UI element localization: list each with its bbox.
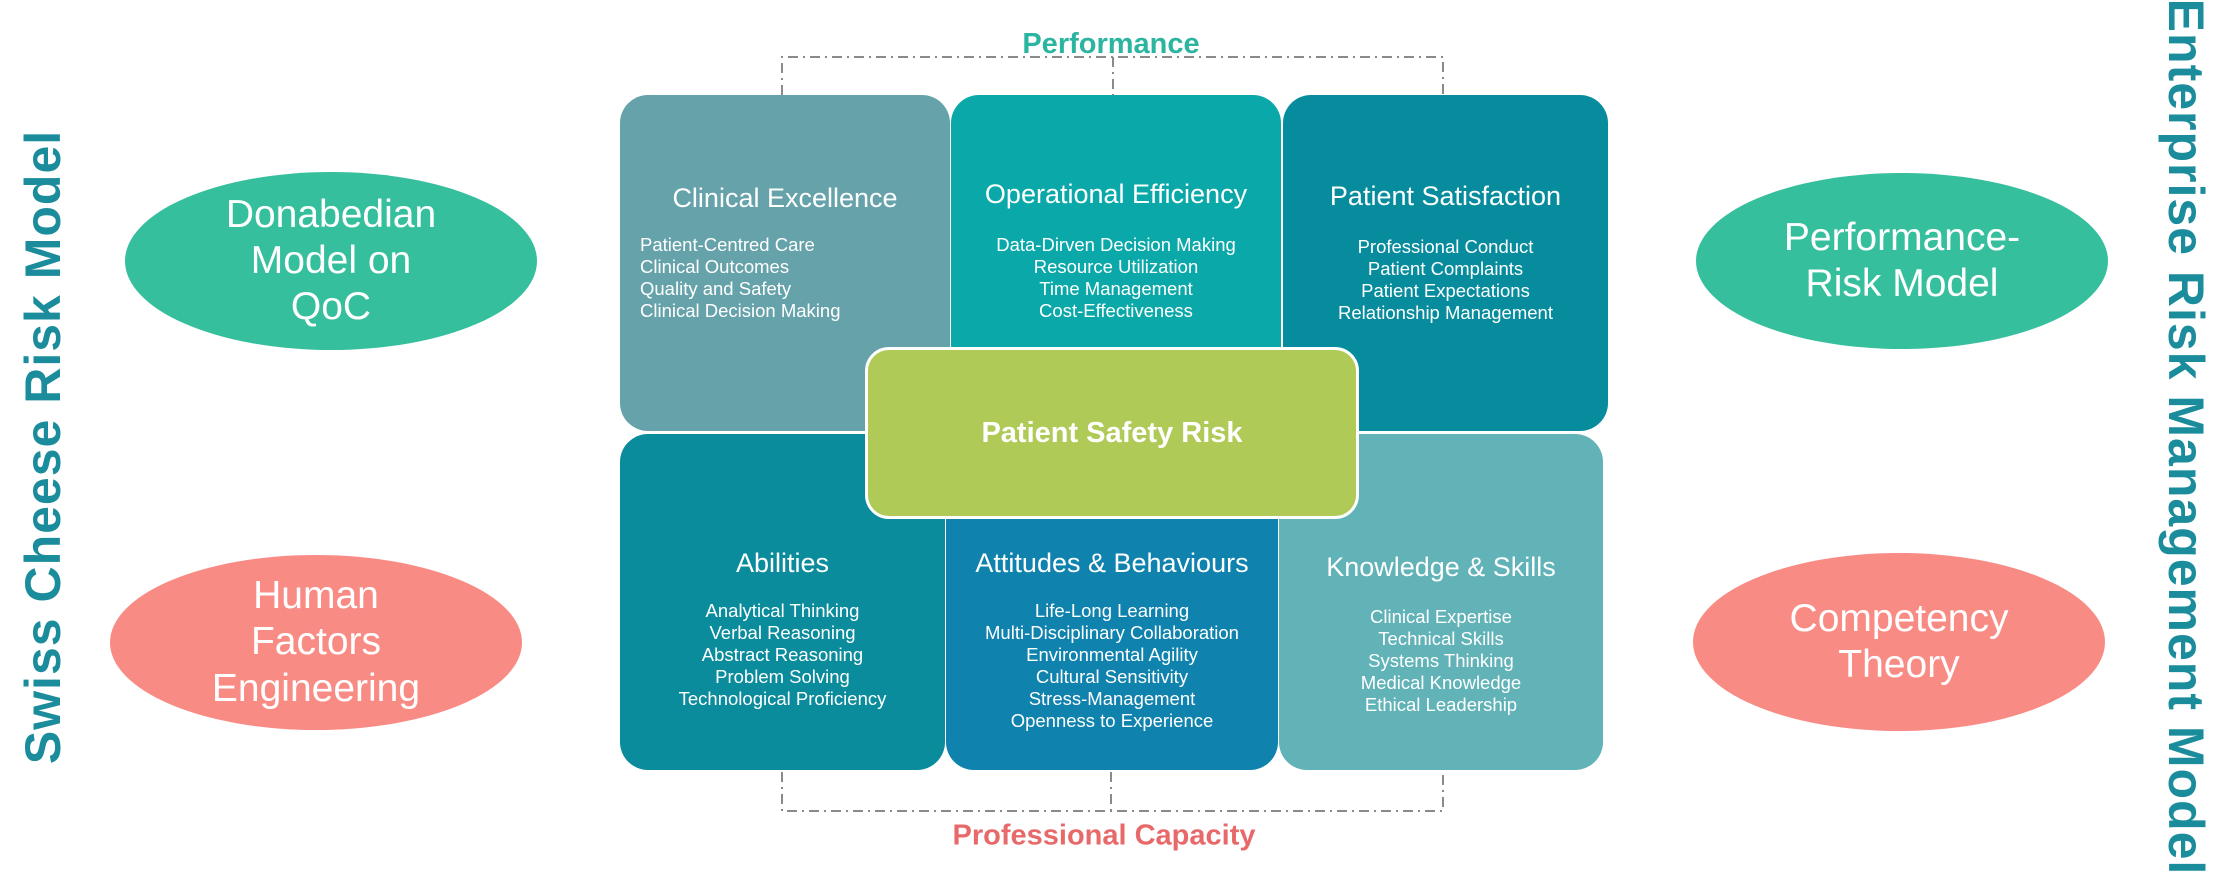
list-item: Relationship Management <box>1338 302 1553 323</box>
bottom-bracket <box>781 772 1444 812</box>
performance-risk-label: Performance- Risk Model <box>1783 215 2021 305</box>
list-item: Abstract Reasoning <box>701 644 864 665</box>
list-item: Clinical Outcomes <box>640 256 790 277</box>
knowledge-skills-box: Knowledge & Skills Clinical Expertise Te… <box>1279 434 1603 770</box>
list-item: Technical Skills <box>1378 628 1504 649</box>
operational-efficiency-title: Operational Efficiency <box>984 179 1248 209</box>
list-item: Cost-Effectiveness <box>1039 300 1193 321</box>
performance-label: Performance <box>1022 28 1200 60</box>
list-item: Clinical Expertise <box>1370 606 1512 627</box>
human-factors-label: Human Factors Engineering <box>211 574 421 710</box>
list-item: Cultural Sensitivity <box>1035 666 1189 687</box>
list-item: Ethical Leadership <box>1364 694 1518 715</box>
list-item: Systems Thinking <box>1368 650 1514 671</box>
list-item: Data-Dirven Decision Making <box>996 234 1236 255</box>
list-item: Technological Proficiency <box>678 688 887 709</box>
donabedian-label: Donabedian Model on QoC <box>225 192 437 328</box>
list-item: Patient-Centred Care <box>640 234 815 255</box>
abilities-title: Abilities <box>735 548 830 578</box>
list-item: Resource Utilization <box>1033 256 1199 277</box>
attitudes-behaviours-title: Attitudes & Behaviours <box>975 548 1249 578</box>
list-item: Verbal Reasoning <box>709 622 856 643</box>
list-item: Problem Solving <box>715 666 850 687</box>
list-item: Quality and Safety <box>640 278 792 299</box>
list-item: Environmental Agility <box>1026 644 1198 665</box>
donabedian-ellipse: Donabedian Model on QoC <box>125 172 537 350</box>
patient-safety-risk-box: Patient Safety Risk <box>865 347 1359 519</box>
knowledge-skills-items: Clinical Expertise Technical Skills Syst… <box>1279 606 1603 716</box>
clinical-excellence-items: Patient-Centred Care Clinical Outcomes Q… <box>640 234 950 322</box>
list-item: Stress-Management <box>1028 688 1196 709</box>
list-item: Clinical Decision Making <box>640 300 841 321</box>
list-item: Time Management <box>1039 278 1193 299</box>
patient-satisfaction-box: Patient Satisfaction Professional Conduc… <box>1283 95 1608 431</box>
list-item: Analytical Thinking <box>705 600 860 621</box>
competency-ellipse: Competency Theory <box>1693 553 2105 731</box>
list-item: Openness to Experience <box>1010 710 1214 731</box>
operational-efficiency-items: Data-Dirven Decision Making Resource Uti… <box>951 234 1281 322</box>
patient-satisfaction-title: Patient Satisfaction <box>1329 181 1562 211</box>
list-item: Life-Long Learning <box>1034 600 1190 621</box>
knowledge-skills-title: Knowledge & Skills <box>1326 552 1556 582</box>
list-item: Medical Knowledge <box>1360 672 1522 693</box>
clinical-excellence-title: Clinical Excellence <box>672 183 898 213</box>
patient-satisfaction-items: Professional Conduct Patient Complaints … <box>1283 236 1608 324</box>
human-factors-ellipse: Human Factors Engineering <box>110 555 522 730</box>
professional-capacity-label: Professional Capacity <box>952 819 1256 852</box>
list-item: Patient Expectations <box>1361 280 1530 301</box>
list-item: Multi-Disciplinary Collaboration <box>985 622 1239 643</box>
attitudes-behaviours-items: Life-Long Learning Multi-Disciplinary Co… <box>946 600 1278 732</box>
list-item: Professional Conduct <box>1357 236 1534 257</box>
performance-risk-ellipse: Performance- Risk Model <box>1696 173 2108 349</box>
abilities-items: Analytical Thinking Verbal Reasoning Abs… <box>620 600 945 710</box>
patient-safety-risk-label: Patient Safety Risk <box>981 416 1243 449</box>
list-item: Patient Complaints <box>1367 258 1524 279</box>
competency-label: Competency Theory <box>1789 596 2009 686</box>
